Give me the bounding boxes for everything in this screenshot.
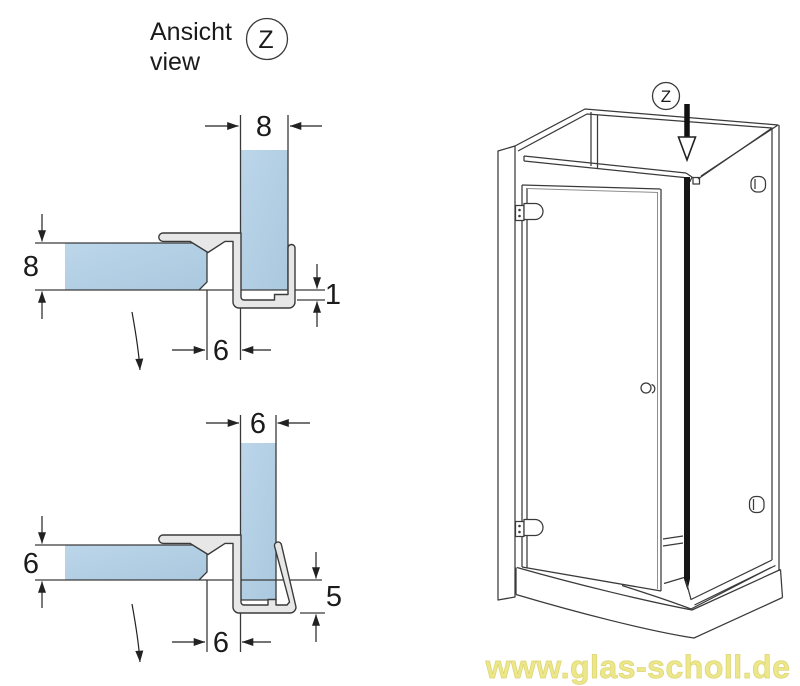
door-hinge-bottom xyxy=(514,518,544,538)
cross-section-8mm: 8 8 1 6 xyxy=(23,111,341,371)
dim-bottom-overhang: 5 xyxy=(326,581,342,613)
watermark: www.glas-scholl.de xyxy=(485,649,791,685)
dim-glass-width: 8 xyxy=(256,111,272,143)
dim-bottom-gap: 1 xyxy=(325,279,341,311)
panel-bottom-edge xyxy=(685,559,776,606)
support-bar xyxy=(523,155,701,185)
bar-end-clip xyxy=(692,176,701,185)
dim-edge-offset: 6 xyxy=(213,627,229,659)
cross-section-6mm: 6 6 5 6 xyxy=(23,408,342,663)
detail-callout: Z xyxy=(651,81,697,163)
callout-arrow-head xyxy=(677,136,697,163)
seal-profile-6mm xyxy=(158,534,297,614)
isometric-drawing: Z xyxy=(497,81,784,639)
detail-marker-letter: Z xyxy=(661,87,671,106)
detail-marker-letter: Z xyxy=(258,26,273,54)
view-label-de: Ansicht xyxy=(150,18,232,46)
door-hinge-top xyxy=(514,202,544,222)
door-swing-arrow xyxy=(131,311,144,371)
door-knob xyxy=(640,382,656,394)
dim-edge-offset: 6 xyxy=(213,335,229,367)
side-panel-glass-6mm xyxy=(240,443,276,600)
shower-door xyxy=(521,184,662,592)
view-label-en: view xyxy=(150,48,201,76)
door-swing-arrow xyxy=(131,603,144,663)
shower-tray xyxy=(515,566,784,639)
door-glass-8mm xyxy=(65,243,207,290)
seal-profile-8mm xyxy=(158,232,296,309)
wall-bracket-bottom xyxy=(748,495,765,514)
side-panel-glass-8mm xyxy=(240,150,288,290)
detail-marker-circle xyxy=(245,17,289,61)
dim-door-glass: 8 xyxy=(23,251,39,283)
view-label: Ansicht view Z xyxy=(150,17,289,76)
dim-glass-width: 6 xyxy=(250,408,266,440)
wall-profile xyxy=(497,145,516,601)
rim-inner xyxy=(517,113,773,180)
seal-strip xyxy=(684,177,690,590)
panel-detail-lines xyxy=(662,535,685,585)
detail-marker-circle xyxy=(651,81,681,111)
dim-door-glass: 6 xyxy=(23,548,39,580)
wall-bracket-top xyxy=(750,175,767,193)
door-glass-6mm xyxy=(65,545,207,580)
